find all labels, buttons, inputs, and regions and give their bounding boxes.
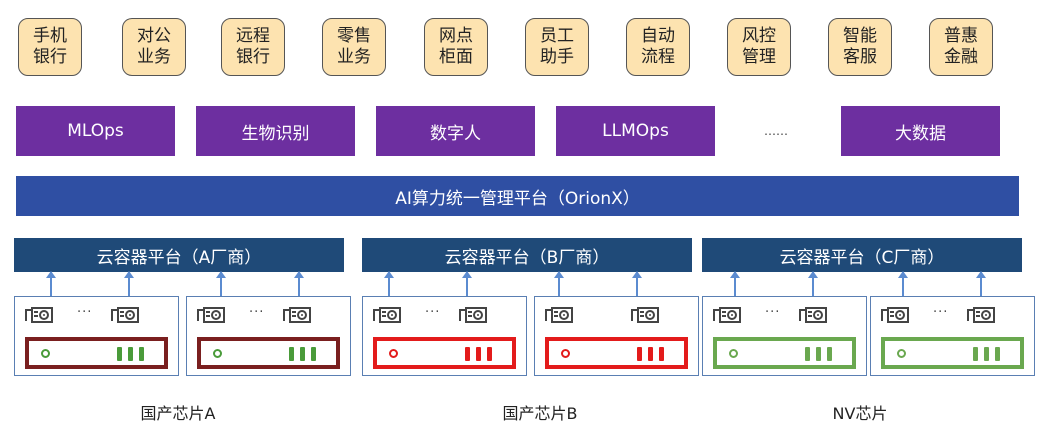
gpu-card-icon xyxy=(881,305,909,325)
server-chassis xyxy=(373,337,516,369)
app-label-line1: 智能 xyxy=(843,26,877,46)
app-label-line1: 普惠 xyxy=(944,26,978,46)
app-label-line1: 自动 xyxy=(641,26,675,46)
gpu-ellipsis: ··· xyxy=(765,305,781,320)
power-led-icon xyxy=(213,349,222,358)
gpu-ellipsis: ··· xyxy=(249,305,265,320)
arrow-up-icon xyxy=(294,271,304,312)
power-led-icon xyxy=(561,349,570,358)
app-tile: 自动流程 xyxy=(626,18,690,76)
arrow-up-icon xyxy=(554,271,564,312)
arrow-up-icon xyxy=(462,271,472,312)
app-label-line1: 网点 xyxy=(439,26,473,46)
server-node: ··· xyxy=(186,296,351,376)
power-led-icon xyxy=(389,349,398,358)
arrow-up-icon xyxy=(976,271,986,312)
app-label-line1: 远程 xyxy=(236,26,270,46)
gpu-card-icon xyxy=(459,305,487,325)
arrow-up-icon xyxy=(46,271,56,312)
app-label-line2: 流程 xyxy=(641,47,675,67)
cloud-container-platform: 云容器平台（A厂商） xyxy=(14,238,344,272)
server-chassis xyxy=(881,337,1024,369)
arrow-up-icon xyxy=(632,271,642,312)
app-label-line2: 金融 xyxy=(944,47,978,67)
server-node: ··· xyxy=(14,296,179,376)
app-label-line1: 对公 xyxy=(137,26,171,46)
app-tile: 员工助手 xyxy=(525,18,589,76)
arrow-up-icon xyxy=(124,271,134,312)
gpu-card-icon xyxy=(373,305,401,325)
cloud-container-platform: 云容器平台（C厂商） xyxy=(702,238,1022,272)
gpu-card-icon xyxy=(967,305,995,325)
server-chassis xyxy=(545,337,688,369)
power-led-icon xyxy=(897,349,906,358)
server-chassis xyxy=(713,337,856,369)
arrow-up-icon xyxy=(898,271,908,312)
arrow-up-icon xyxy=(808,271,818,312)
app-tile: 对公业务 xyxy=(122,18,186,76)
gpu-card-icon xyxy=(111,305,139,325)
app-label-line1: 零售 xyxy=(337,26,371,46)
app-label-line2: 管理 xyxy=(742,47,776,67)
server-chassis xyxy=(197,337,340,369)
gpu-card-icon xyxy=(283,305,311,325)
arrow-up-icon xyxy=(216,271,226,312)
gpu-card-icon xyxy=(713,305,741,325)
app-tile: 手机银行 xyxy=(18,18,82,76)
app-label-line2: 客服 xyxy=(843,47,877,67)
capability-mlops: MLOps xyxy=(16,106,175,156)
power-led-icon xyxy=(41,349,50,358)
server-node: ··· xyxy=(362,296,527,376)
app-label-line2: 柜面 xyxy=(439,47,473,67)
capability-ellipsis: …… xyxy=(764,124,788,138)
chip-label-c: NV芯片 xyxy=(832,404,888,423)
gpu-ellipsis: ··· xyxy=(933,305,949,320)
app-tile: 远程银行 xyxy=(221,18,285,76)
gpu-ellipsis: ··· xyxy=(425,305,441,320)
capability-llmops: LLMOps xyxy=(556,106,715,156)
app-label-line1: 风控 xyxy=(742,26,776,46)
arrow-up-icon xyxy=(384,271,394,312)
gpu-ellipsis: ··· xyxy=(77,305,93,320)
chip-label-b: 国产芯片B xyxy=(502,404,578,423)
power-led-icon xyxy=(729,349,738,358)
capability-digital-human: 数字人 xyxy=(376,106,535,156)
chip-label-a: 国产芯片A xyxy=(140,404,216,423)
app-label-line2: 助手 xyxy=(540,47,574,67)
app-label-line2: 业务 xyxy=(137,47,171,67)
app-label-line1: 手机 xyxy=(33,26,67,46)
server-chassis xyxy=(25,337,168,369)
cloud-container-platform: 云容器平台（B厂商） xyxy=(362,238,692,272)
app-label-line1: 员工 xyxy=(540,26,574,46)
gpu-card-icon xyxy=(631,305,659,325)
application-row: 手机银行 对公业务 远程银行 零售业务 网点柜面 员工助手 自动流程 风控管理 … xyxy=(18,18,1023,76)
app-tile: 智能客服 xyxy=(828,18,892,76)
app-label-line2: 银行 xyxy=(236,47,270,67)
server-node: ··· xyxy=(702,296,867,376)
capability-row: MLOps 生物识别 数字人 LLMOps …… 大数据 xyxy=(16,106,1016,156)
app-tile: 网点柜面 xyxy=(424,18,488,76)
app-tile: 普惠金融 xyxy=(929,18,993,76)
arrow-up-icon xyxy=(730,271,740,312)
capability-big-data: 大数据 xyxy=(841,106,1000,156)
server-node: ··· xyxy=(870,296,1035,376)
gpu-card-icon xyxy=(545,305,573,325)
app-tile: 风控管理 xyxy=(727,18,791,76)
gpu-card-icon xyxy=(25,305,53,325)
compute-management-platform: AI算力统一管理平台（OrionX） xyxy=(16,176,1019,216)
app-label-line2: 业务 xyxy=(337,47,371,67)
app-label-line2: 银行 xyxy=(33,47,67,67)
gpu-card-icon xyxy=(197,305,225,325)
gpu-card-icon xyxy=(799,305,827,325)
server-node xyxy=(534,296,699,376)
capability-biometrics: 生物识别 xyxy=(196,106,355,156)
app-tile: 零售业务 xyxy=(322,18,386,76)
